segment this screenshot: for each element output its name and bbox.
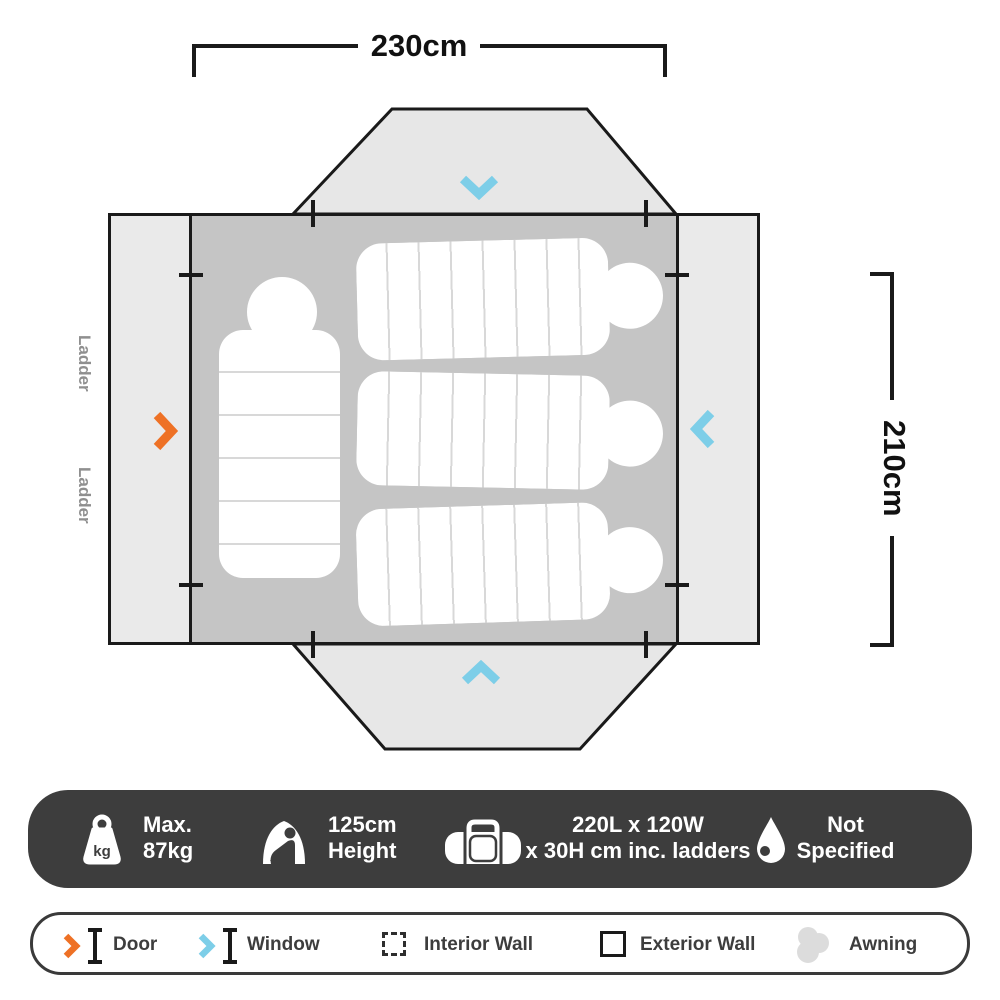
wall-tick [311,200,315,227]
spec-packed-size: 220L x 120W x 30H cm inc. ladders [498,812,778,864]
spec-waterproof-line1: Not [827,812,864,837]
legend-window-label: Window [247,934,320,955]
sleeping-bag-middle [355,370,664,491]
spec-weight: Max. 87kg [143,812,193,864]
weight-kg-icon: kg [83,814,121,865]
weight-icon-text: kg [93,843,111,860]
wall-tick [644,631,648,658]
wall-tick [311,631,315,658]
spec-packed-size-line2: x 30H cm inc. ladders [525,838,751,863]
wall-tick [665,273,689,277]
spec-packed-size-line1: 220L x 120W [572,812,704,837]
window-chevron-right-icon [690,409,715,449]
ladder-label-2: Ladder [75,466,94,524]
spec-weight-line2: 87kg [143,838,194,863]
sleeping-bag-bottom-body [355,501,611,627]
ladder-label-1: Ladder [75,334,94,392]
legend-door-label: Door [113,934,158,955]
window-chevron-top-icon [459,175,499,200]
water-drop-icon [757,817,785,863]
spec-bar: kg Max. 87kg 125cm Height 220L x 120W x … [28,790,972,888]
width-dimension-line-left [192,44,358,48]
spec-weight-line1: Max. [143,812,192,837]
spec-waterproof: Not Specified [773,812,918,864]
width-dimension-cap-right [663,44,667,77]
sleeping-bag-bottom [355,500,664,627]
door-marker-icon [63,933,81,959]
wall-tick [179,273,203,277]
height-dimension-cap-bottom [870,643,894,647]
sleeping-bag-middle-body [355,370,611,491]
sleeping-bag-vertical [219,330,340,578]
wall-tick [665,583,689,587]
door-chevron-icon [153,411,178,451]
awning-icon [797,927,829,963]
width-dimension-cap-left [192,44,196,77]
window-chevron-bottom-icon [461,660,501,685]
spec-height: 125cm Height [328,812,397,864]
wall-tick [179,583,203,587]
person-height-icon [263,821,305,864]
sleeping-bag-top-body [355,237,611,361]
spec-height-line2: Height [328,838,397,863]
legend-exterior-wall-label: Exterior Wall [640,934,756,955]
interior-wall-icon [382,932,406,956]
spec-waterproof-line2: Specified [796,838,895,863]
height-dimension-label: 210cm [877,419,912,517]
height-dimension-line-top [890,272,894,400]
window-wall-ibeam-icon [223,928,237,964]
legend-awning-label: Awning [849,934,918,955]
window-marker-icon [198,933,216,959]
door-wall-ibeam-icon [88,928,102,964]
height-dimension-line-bottom [890,536,894,647]
exterior-wall-icon [600,931,626,957]
duffel-bag-icon [445,819,521,864]
sleeping-bag-top [355,236,664,361]
wall-tick [644,200,648,227]
legend-interior-wall-label: Interior Wall [424,934,534,955]
height-dimension-cap-top [870,272,894,276]
legend-bar: Door Window Interior Wall Exterior Wall … [30,912,970,975]
spec-height-line1: 125cm [328,812,397,837]
width-dimension-line-right [480,44,667,48]
width-dimension-label: 230cm [370,28,468,63]
